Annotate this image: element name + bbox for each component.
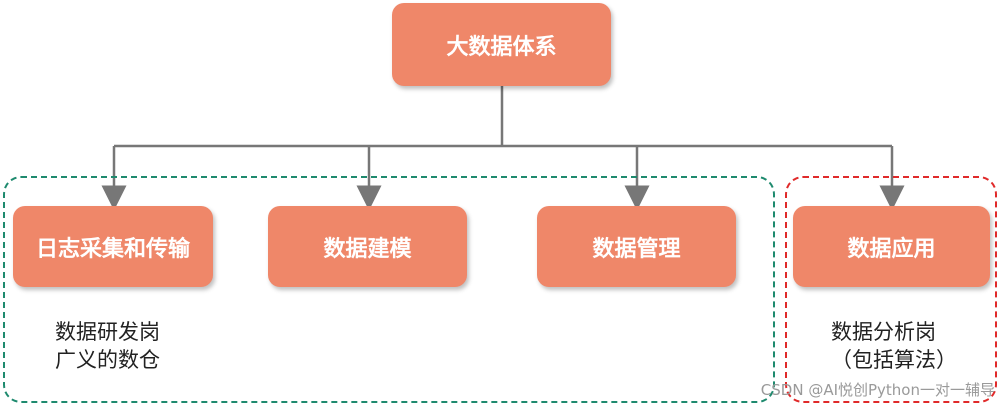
data-analysis-note-line-1: 数据分析岗 [831,320,936,344]
data-dev-note: 数据研发岗 广义的数仓 [55,318,160,374]
node-data-modeling-label: 数据建模 [323,236,412,262]
data-dev-note-line-1: 数据研发岗 [55,320,160,344]
node-log-collection-label: 日志采集和传输 [35,236,190,262]
node-data-management-label: 数据管理 [592,236,681,262]
data-analysis-group-box [785,176,997,403]
data-dev-group-box [3,176,775,403]
data-dev-note-line-2: 广义的数仓 [55,348,160,372]
node-data-application[interactable]: 数据应用 [793,206,990,287]
data-analysis-note: 数据分析岗 （包括算法） [831,318,957,374]
node-data-application-label: 数据应用 [847,236,936,262]
root-node-big-data-system[interactable]: 大数据体系 [392,3,611,86]
node-data-modeling[interactable]: 数据建模 [268,206,467,287]
csdn-watermark: CSDN @AI悦创Python一对一辅导 [760,381,995,399]
node-log-collection[interactable]: 日志采集和传输 [13,206,213,287]
root-node-label: 大数据体系 [446,34,557,60]
data-analysis-note-line-2: （包括算法） [831,348,957,372]
node-data-management[interactable]: 数据管理 [537,206,736,287]
